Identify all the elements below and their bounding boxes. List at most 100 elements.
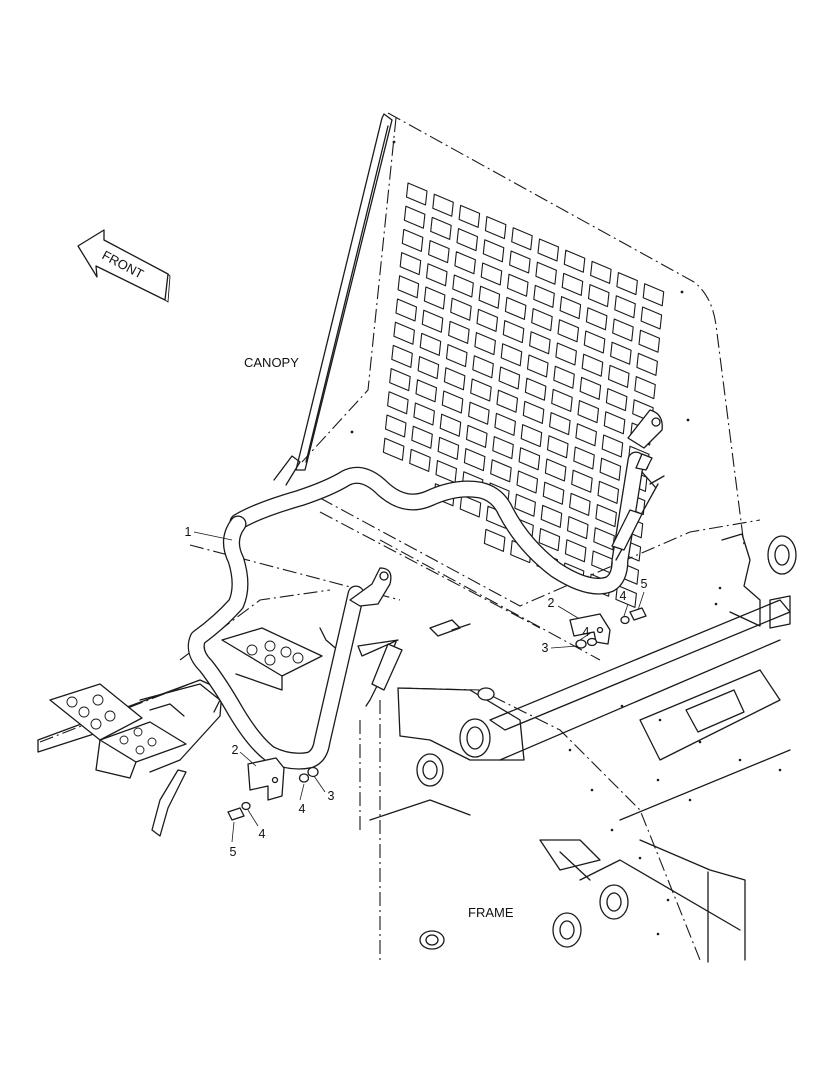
mesh-cell xyxy=(411,425,433,449)
mesh-cell xyxy=(563,249,586,273)
mesh-cell xyxy=(401,228,424,252)
mesh-cell xyxy=(454,251,476,275)
mesh-cell xyxy=(583,330,606,354)
mesh-cell xyxy=(443,367,466,391)
mesh-cell xyxy=(575,423,597,447)
mesh-cell xyxy=(393,321,415,345)
mesh-cell xyxy=(546,435,569,459)
mesh-cell xyxy=(441,390,464,414)
mesh-cell xyxy=(569,492,591,516)
mesh-cell xyxy=(612,318,634,342)
mesh-cell xyxy=(607,364,630,388)
mesh-cell xyxy=(430,216,452,240)
mesh-cell xyxy=(610,341,632,365)
mesh-cell xyxy=(522,400,545,424)
mesh-cell xyxy=(638,329,661,353)
callout-leaders xyxy=(193,531,645,843)
mesh-cell xyxy=(537,238,560,262)
mesh-cell xyxy=(524,377,547,401)
mesh-cell xyxy=(564,539,587,563)
mesh-cell xyxy=(478,285,501,309)
mesh-cell xyxy=(439,413,462,437)
callout-4-right-b: 4 xyxy=(620,589,627,603)
mesh-cell xyxy=(409,448,431,472)
mesh-cell xyxy=(492,436,514,460)
mesh-cell xyxy=(417,356,440,380)
mesh-cell xyxy=(559,296,582,320)
mesh-cell xyxy=(474,332,496,356)
mesh-cell xyxy=(577,400,600,424)
mesh-cell xyxy=(483,528,506,552)
mesh-cell xyxy=(500,343,523,367)
mesh-cell xyxy=(514,493,536,517)
mesh-cell xyxy=(566,516,589,540)
mesh-cell xyxy=(573,446,595,470)
mesh-cell xyxy=(529,331,551,355)
floor-and-pedals xyxy=(37,619,471,837)
mesh-cell xyxy=(616,272,638,296)
mesh-cell xyxy=(450,297,472,321)
mesh-cell xyxy=(591,550,613,574)
mesh-cell xyxy=(504,296,527,320)
mesh-cell xyxy=(535,261,557,285)
callout-1: 1 xyxy=(185,525,192,539)
mesh-cell xyxy=(391,344,413,368)
mesh-cell xyxy=(384,414,407,438)
mesh-cell xyxy=(581,353,604,377)
mesh-cell xyxy=(389,368,411,392)
mesh-cell xyxy=(395,298,418,322)
callout-3-right: 3 xyxy=(542,641,549,655)
mesh-cell xyxy=(605,388,628,412)
mesh-cell xyxy=(423,286,446,310)
mesh-cell xyxy=(415,379,438,403)
mesh-cell xyxy=(553,365,575,389)
mesh-cell xyxy=(448,320,470,344)
mesh-cell xyxy=(428,240,450,264)
callout-2-right: 2 xyxy=(548,596,555,610)
mesh-cell xyxy=(387,391,409,415)
mesh-cell xyxy=(506,273,529,297)
frame-label: FRAME xyxy=(468,905,514,920)
callout-3-left: 3 xyxy=(328,789,335,803)
mesh-cell xyxy=(603,411,626,435)
callout-numbers: 1 2 4 3 4 5 2 3 4 4 5 xyxy=(185,525,648,859)
mesh-cell xyxy=(555,342,577,366)
mesh-cell xyxy=(498,366,521,390)
mesh-cell xyxy=(494,412,516,436)
mesh-cell xyxy=(585,307,608,331)
mesh-cell xyxy=(542,481,565,505)
callout-4-right-a: 4 xyxy=(583,625,590,639)
callout-4-left-a: 4 xyxy=(299,802,306,816)
mesh-cell xyxy=(601,434,624,458)
mesh-cell xyxy=(540,504,563,528)
mesh-cell xyxy=(590,260,612,284)
mesh-cell xyxy=(472,355,494,379)
mesh-cell xyxy=(642,283,665,307)
mesh-cell xyxy=(403,205,426,229)
mesh-cell xyxy=(435,460,458,484)
mesh-cell xyxy=(595,504,617,528)
mesh-cell xyxy=(551,388,573,412)
mesh-cell xyxy=(452,274,474,298)
mesh-cell xyxy=(614,295,636,319)
mesh-cell xyxy=(531,308,553,332)
mesh-cell xyxy=(458,204,481,228)
mesh-cell xyxy=(544,458,567,482)
mesh-cell xyxy=(597,480,620,504)
grab-handle-tube xyxy=(187,409,665,770)
mesh-cell xyxy=(437,436,460,460)
canopy-mesh-grid xyxy=(382,182,665,608)
mesh-cell xyxy=(518,447,541,471)
callout-5-right: 5 xyxy=(641,577,648,591)
mesh-cell xyxy=(432,193,454,217)
mesh-cell xyxy=(571,469,593,493)
callout-5-left: 5 xyxy=(230,845,237,859)
mesh-cell xyxy=(465,424,488,448)
mesh-cell xyxy=(468,401,490,425)
mesh-cell xyxy=(549,412,571,436)
mesh-cell xyxy=(382,437,405,461)
mesh-cell xyxy=(419,332,442,356)
canopy-rear-panel xyxy=(273,112,745,608)
mesh-cell xyxy=(561,272,584,296)
canopy-label: CANOPY xyxy=(244,355,299,370)
